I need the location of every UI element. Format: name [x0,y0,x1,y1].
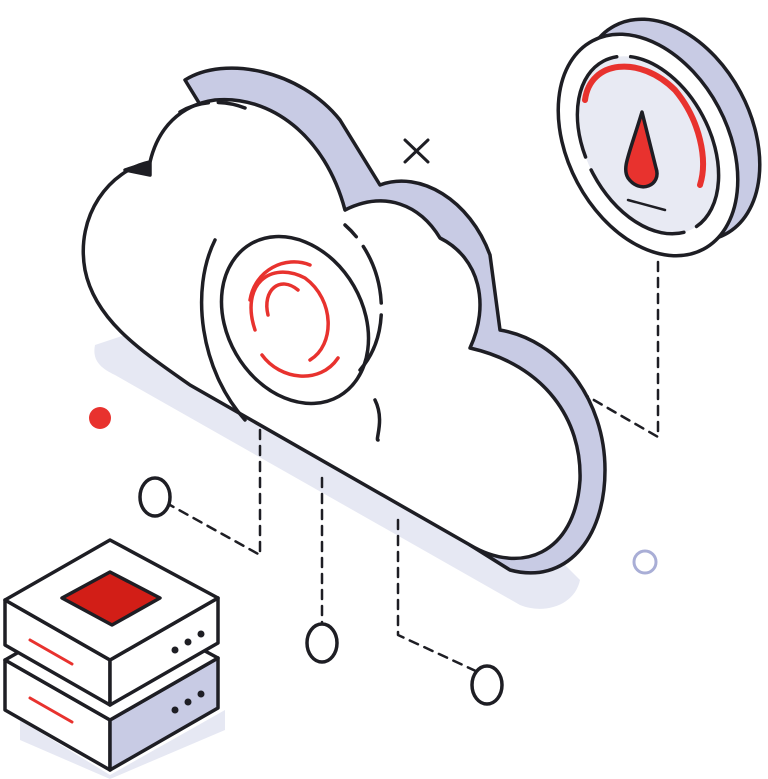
cloud-notch [123,160,152,177]
node-circle-icon[interactable] [305,622,339,664]
signal-rings-icon [199,223,384,442]
server-stack-icon [3,538,225,779]
lavender-node-icon [632,549,658,575]
gauge-icon [556,17,762,258]
close-x-icon [403,138,430,164]
cloud-icon [81,97,582,561]
red-dot-icon [89,407,111,429]
dashed-connectors [168,260,660,674]
node-circle-icon[interactable] [470,664,504,706]
node-circle-icon[interactable] [138,476,172,518]
cloud-highlight [178,100,247,114]
